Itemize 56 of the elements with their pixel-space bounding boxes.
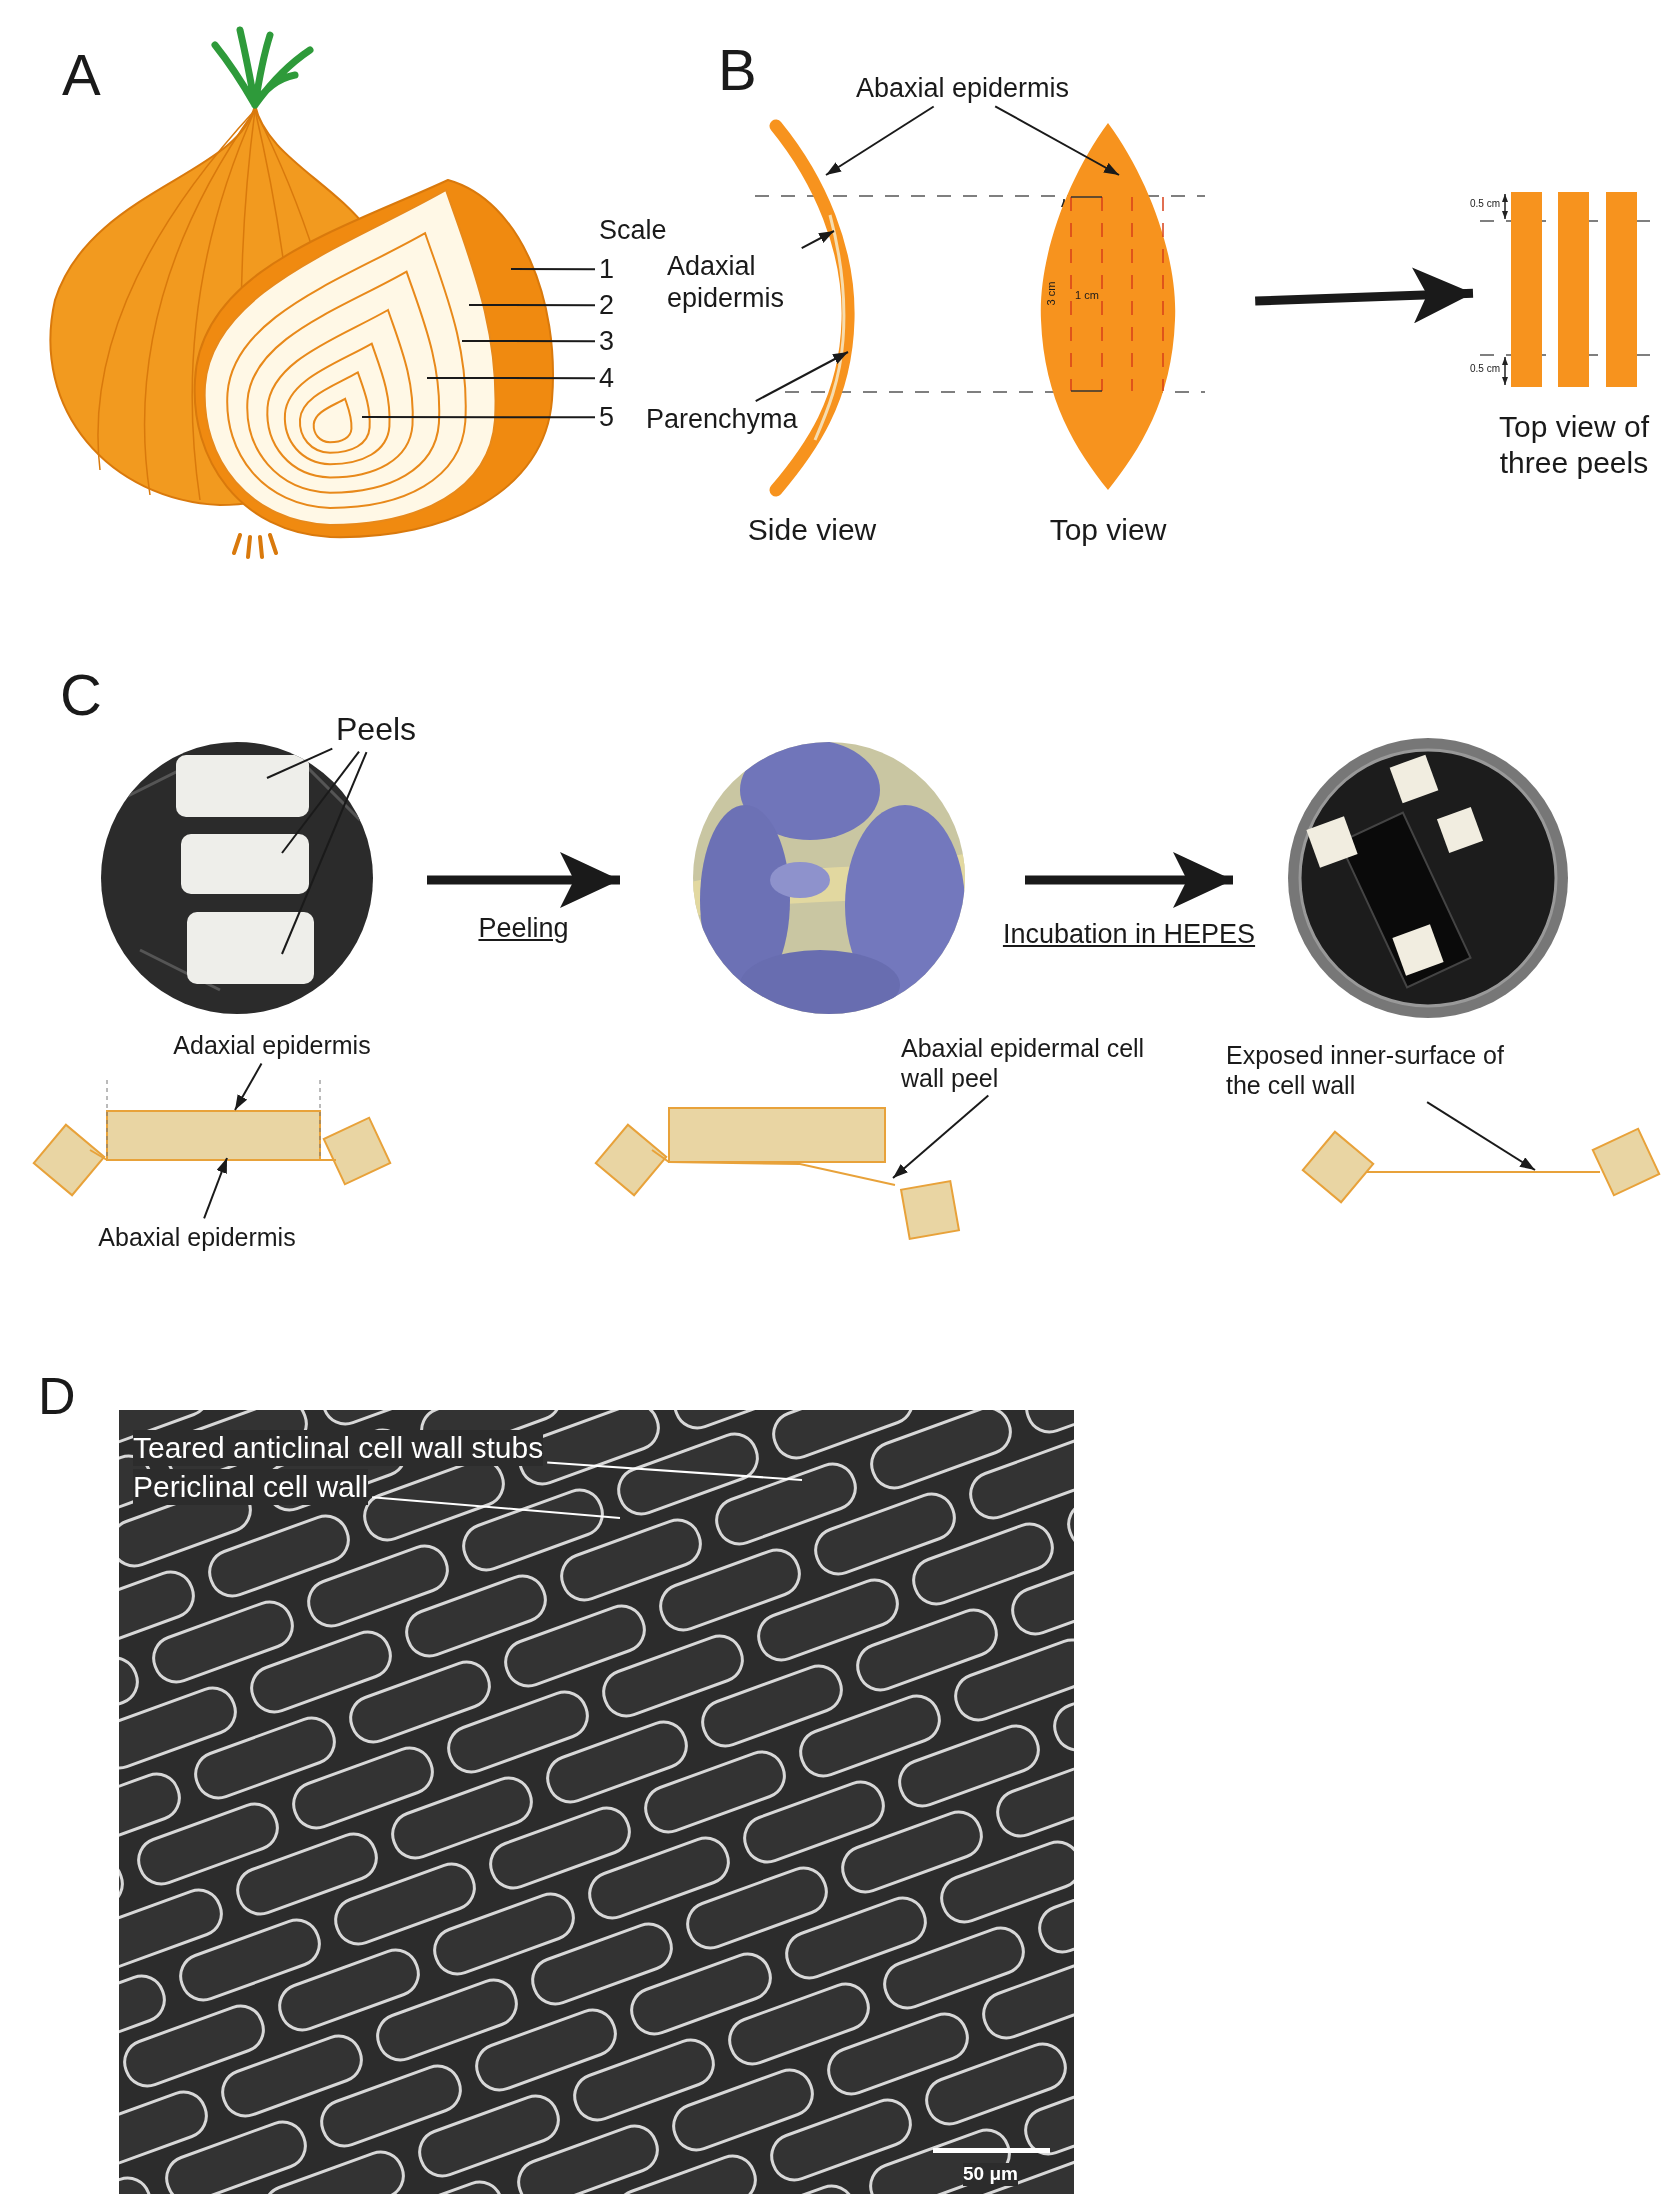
peel-strips-drawing: [1511, 192, 1637, 387]
panel-letter: C: [60, 661, 102, 729]
panel-letter: D: [38, 1366, 76, 1427]
leader-arrow: [892, 1094, 990, 1179]
leader-line: [281, 750, 360, 854]
leader-line: [371, 1496, 621, 1519]
callout-label: Abaxial epidermal cell wall peel: [901, 1033, 1151, 1093]
leader-arrow: [1426, 1101, 1536, 1171]
scale-heading: Scale: [599, 214, 667, 247]
callout-label: Teared anticlinal cell wall stubs: [133, 1430, 544, 1466]
callout-number: 4: [599, 362, 615, 395]
leader-arrow: [994, 105, 1120, 176]
tissue-schematic-drawing: [594, 1107, 961, 1241]
tissue-schematic-drawing: [1301, 1127, 1661, 1204]
callout-label: Exposed inner-surface of the cell wall: [1226, 1040, 1526, 1100]
callout-label: Abaxial epidermis: [98, 1222, 296, 1252]
node-label: Side view: [746, 512, 878, 548]
process-arrow: [1025, 852, 1233, 908]
edge-label: Peeling: [478, 912, 569, 945]
callout-label: Peels: [336, 710, 417, 749]
process-arrow: [1255, 267, 1474, 324]
callout-number: 3: [599, 325, 615, 358]
leader-arrow: [234, 1062, 263, 1111]
tissue-schematic-drawing: [32, 1079, 392, 1197]
edge-label: Incubation in HEPES: [1002, 918, 1256, 951]
scale-bar-label: 50 μm: [963, 2163, 1018, 2186]
leader-arrow: [203, 1157, 228, 1220]
node-label: Top view: [1048, 512, 1168, 548]
dimension-label: 3 cm: [1045, 281, 1059, 306]
leader-arrow: [754, 351, 849, 403]
node-label: Top view of three peels: [1497, 409, 1651, 481]
leader-line: [468, 304, 596, 307]
dimension-label: 1 cm: [1075, 289, 1099, 303]
leader-arrow: [825, 105, 935, 176]
leader-line: [546, 1461, 803, 1481]
process-arrow: [427, 852, 620, 908]
callout-label: Adaxial epidermis: [173, 1030, 371, 1060]
callout-number: 5: [599, 401, 615, 434]
leader-line: [426, 377, 596, 380]
callout-label: Parenchyma: [646, 403, 798, 436]
callout-label: Abaxial epidermis: [856, 72, 1070, 105]
leader-line: [461, 340, 596, 343]
callout-label: Periclinal cell wall: [133, 1469, 369, 1505]
dimension-label: 0.5 cm: [1470, 363, 1500, 375]
leader-line: [281, 751, 368, 955]
leader-line: [361, 416, 596, 419]
dimension-label: 0.5 cm: [1470, 198, 1500, 210]
leader-arrow: [800, 230, 835, 250]
leader-line: [266, 747, 334, 779]
leaf-top-view-drawing: [1040, 123, 1176, 490]
callout-number: 2: [599, 289, 615, 322]
callout-label: Adaxial epidermis: [667, 250, 807, 315]
panel-letter: A: [62, 41, 101, 109]
panel-letter: B: [718, 36, 757, 104]
callout-number: 1: [599, 253, 615, 286]
leader-line: [510, 268, 596, 271]
